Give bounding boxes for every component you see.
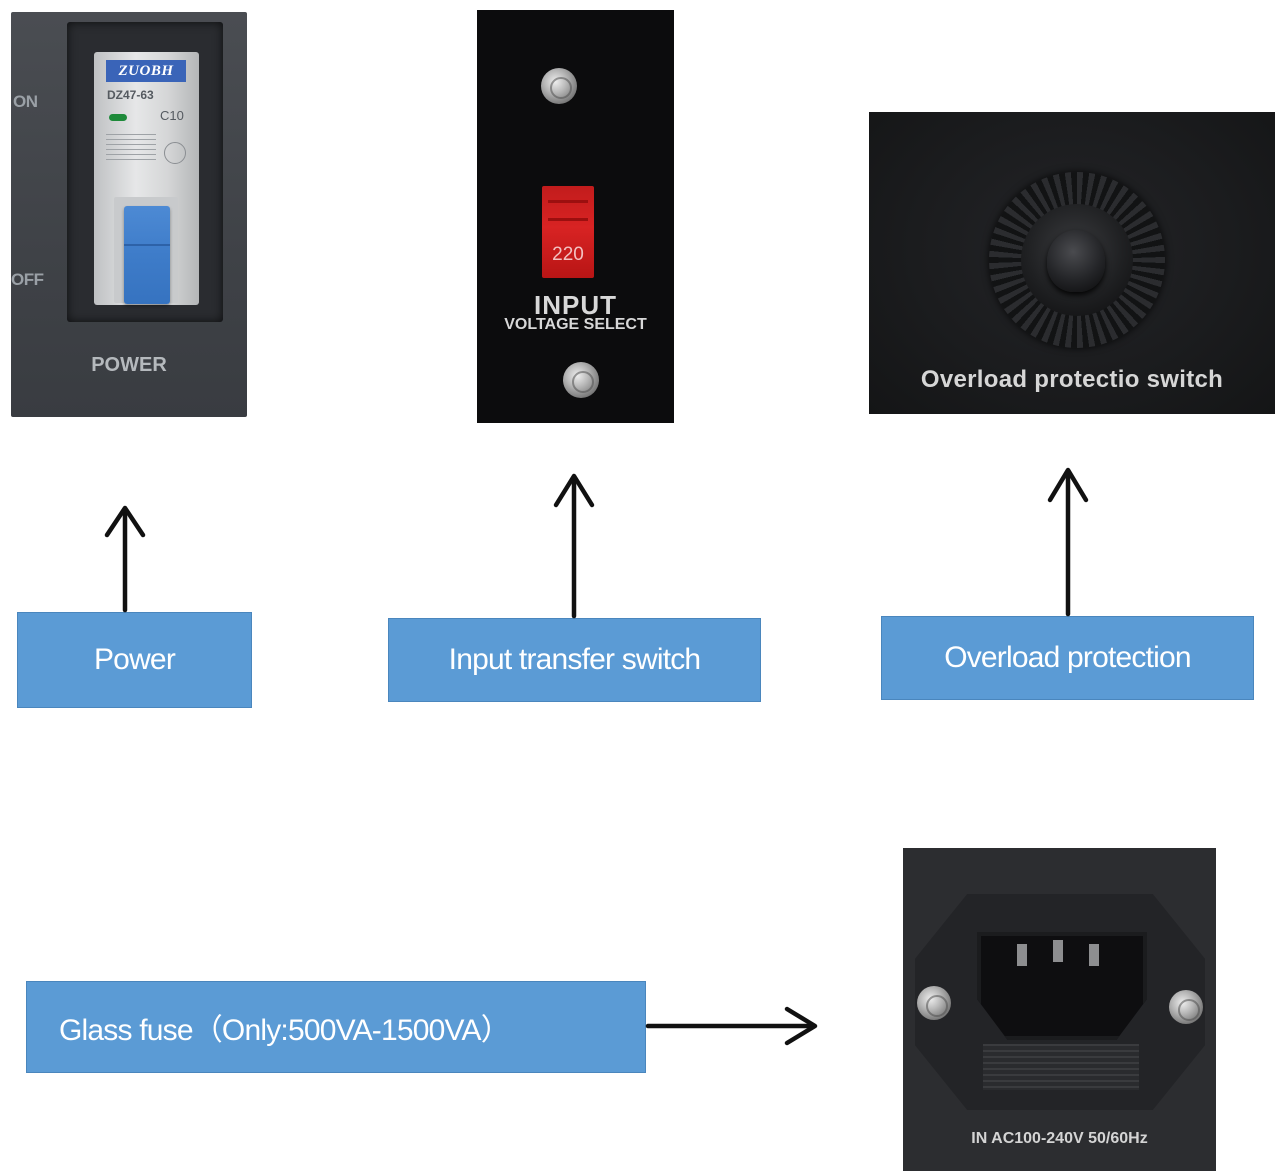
indicator-led	[109, 114, 127, 121]
callout-overload-text: Overload protection	[944, 641, 1191, 674]
arrow-right-fuse	[645, 1006, 818, 1046]
input-title: INPUT	[534, 290, 617, 320]
callout-overload: Overload protection	[881, 616, 1254, 700]
off-label: OFF	[11, 270, 44, 289]
arrow-up-input	[553, 473, 595, 619]
screw-icon	[541, 68, 577, 104]
overload-panel-label: Overload protectio switch	[920, 366, 1224, 393]
callout-input-transfer: Input transfer switch	[388, 618, 761, 702]
callout-power-text: Power	[93, 643, 176, 676]
arrow-up-overload	[1047, 467, 1089, 617]
socket-pin	[1089, 944, 1099, 966]
voltage-value: 220	[552, 244, 584, 265]
fuse-drawer	[983, 1044, 1139, 1090]
power-panel-label: POWER	[91, 354, 167, 376]
voltage-slide-switch	[542, 186, 594, 278]
socket-rating-label: IN AC100-240V 50/60Hz	[971, 1130, 1148, 1147]
certification-mark-icon	[164, 142, 186, 164]
breaker-model: DZ47-63	[107, 88, 154, 102]
callout-power: Power	[17, 612, 252, 708]
power-breaker-photo: ON OFF ZUOBH DZ47-63 C10 POWER	[11, 12, 247, 417]
breaker-toggle	[124, 206, 170, 304]
circuit-breaker: ZUOBH DZ47-63 C10	[94, 52, 199, 305]
power-socket-photo: IN AC100-240V 50/60Hz	[903, 848, 1216, 1171]
callout-glass-fuse: Glass fuse（Only:500VA-1500VA）	[26, 981, 646, 1073]
socket-pin	[1017, 944, 1027, 966]
voltage-select-photo: 220 INPUT VOLTAGE SELECT	[477, 10, 674, 423]
screw-icon	[563, 362, 599, 398]
overload-switch-photo: Overload protectio switch	[869, 112, 1275, 414]
overload-reset-button	[1047, 230, 1105, 292]
socket-pin	[1053, 940, 1063, 962]
screw-icon	[917, 986, 951, 1020]
voltage-select-label: VOLTAGE SELECT	[504, 316, 647, 333]
breaker-rating: C10	[160, 108, 184, 123]
breaker-fine-print	[106, 134, 156, 164]
arrow-up-power	[104, 505, 146, 613]
iec-inlet	[977, 932, 1147, 1040]
callout-input-transfer-text: Input transfer switch	[448, 643, 701, 676]
breaker-brand: ZUOBH	[106, 60, 186, 82]
callout-glass-fuse-text: Glass fuse（Only:500VA-1500VA）	[59, 1014, 511, 1047]
toggle-ridge	[124, 244, 170, 246]
screw-icon	[1169, 990, 1203, 1024]
on-label: ON	[13, 92, 38, 111]
